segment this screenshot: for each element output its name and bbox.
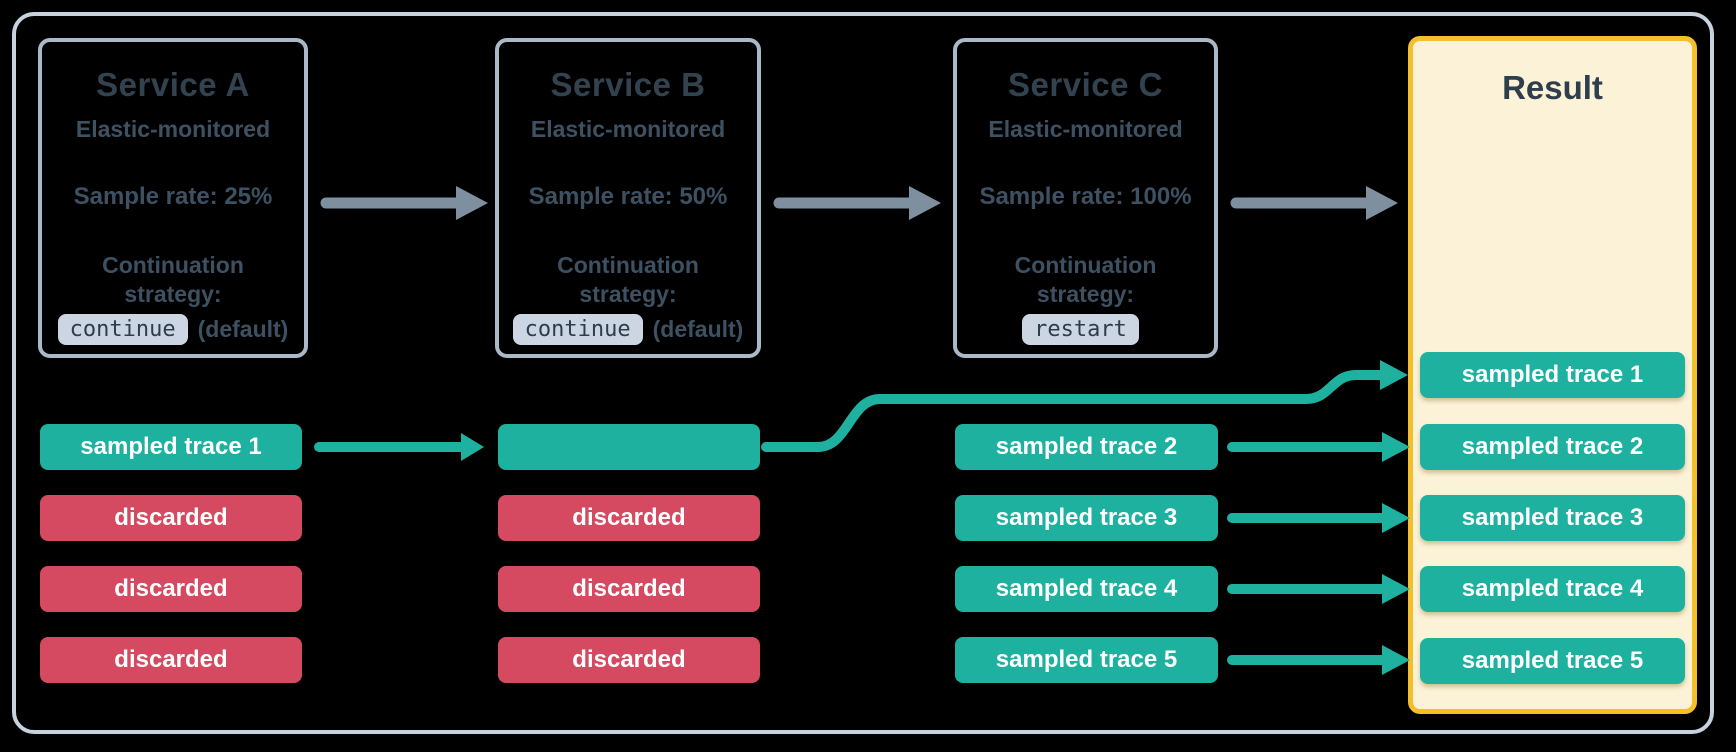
trace-pill-b-4: discarded bbox=[498, 637, 760, 683]
trace-pill-a-4: discarded bbox=[40, 637, 302, 683]
service-a-strategy-suffix: (default) bbox=[197, 316, 289, 342]
result-pill-5: sampled trace 5 bbox=[1420, 638, 1685, 684]
service-c-monitoring: Elastic-monitored bbox=[988, 116, 1183, 142]
service-c-box: Service C Elastic-monitored Sample rate:… bbox=[953, 38, 1218, 358]
service-a-strategy-row: continue (default) bbox=[57, 314, 289, 345]
trace-pill-b-2: discarded bbox=[498, 495, 760, 541]
result-pill-4: sampled trace 4 bbox=[1420, 566, 1685, 612]
result-pill-1: sampled trace 1 bbox=[1420, 352, 1685, 398]
trace-pill-c-1: sampled trace 2 bbox=[955, 424, 1218, 470]
trace-pill-b-3: discarded bbox=[498, 566, 760, 612]
service-a-sample-rate: Sample rate: 25% bbox=[73, 183, 273, 210]
trace-pill-a-1: sampled trace 1 bbox=[40, 424, 302, 470]
service-b-box: Service B Elastic-monitored Sample rate:… bbox=[495, 38, 761, 358]
result-pill-3: sampled trace 3 bbox=[1420, 495, 1685, 541]
service-a-box: Service A Elastic-monitored Sample rate:… bbox=[38, 38, 308, 358]
service-b-continuation-label: Continuation strategy: bbox=[557, 252, 699, 307]
service-c-sample-rate: Sample rate: 100% bbox=[979, 183, 1192, 210]
service-b-strategy-suffix: (default) bbox=[652, 316, 744, 342]
trace-pill-a-3: discarded bbox=[40, 566, 302, 612]
trace-pill-c-3: sampled trace 4 bbox=[955, 566, 1218, 612]
service-b-sample-rate: Sample rate: 50% bbox=[528, 183, 728, 210]
service-a-monitoring: Elastic-monitored bbox=[75, 116, 271, 142]
service-a-strategy-code-chip: continue bbox=[57, 314, 188, 345]
service-b-strategy-row: continue (default) bbox=[512, 314, 744, 345]
trace-pill-b-1 bbox=[498, 424, 760, 470]
trace-pill-c-4: sampled trace 5 bbox=[955, 637, 1218, 683]
result-pill-2: sampled trace 2 bbox=[1420, 424, 1685, 470]
service-c-continuation-label: Continuation strategy: bbox=[1014, 252, 1157, 307]
trace-pill-a-2: discarded bbox=[40, 495, 302, 541]
result-title: Result bbox=[1502, 69, 1603, 106]
trace-pill-c-2: sampled trace 3 bbox=[955, 495, 1218, 541]
service-c-strategy-code-chip: restart bbox=[1022, 314, 1139, 345]
service-b-strategy-code-chip: continue bbox=[512, 314, 643, 345]
service-c-title: Service C bbox=[1008, 66, 1163, 103]
diagram-outer-frame bbox=[12, 12, 1714, 734]
service-c-strategy-row: restart bbox=[1022, 314, 1149, 345]
service-b-monitoring: Elastic-monitored bbox=[530, 116, 726, 142]
service-b-title: Service B bbox=[550, 66, 706, 103]
service-a-continuation-label: Continuation strategy: bbox=[102, 252, 244, 307]
service-a-title: Service A bbox=[96, 66, 250, 103]
